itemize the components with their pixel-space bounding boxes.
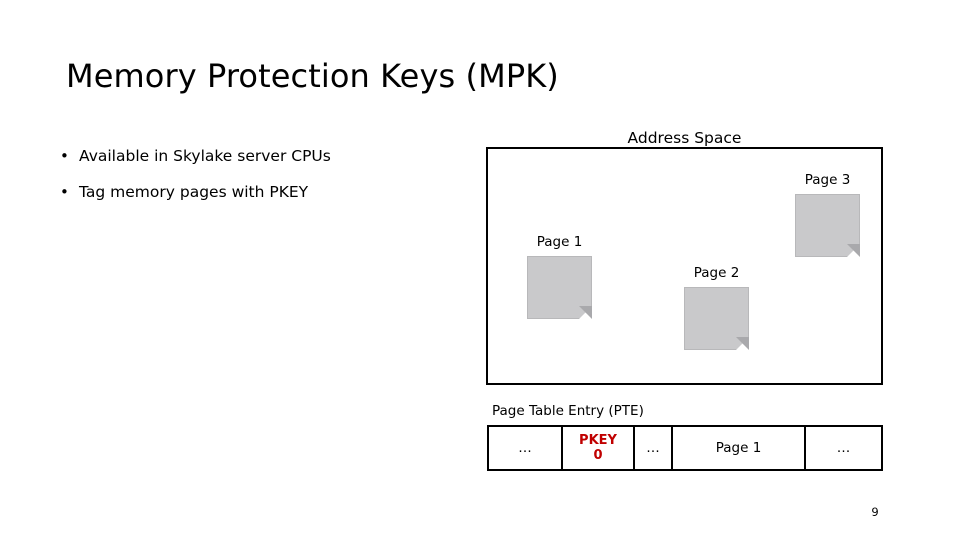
pte-pkey-value: 0	[593, 448, 603, 463]
list-item: • Tag memory pages with PKEY	[60, 181, 460, 203]
pte-cell-text: Page 1	[715, 440, 762, 456]
page-icon-label: Page 3	[804, 172, 851, 188]
page-icon-label: Page 1	[536, 234, 583, 250]
pte-cell-text: …	[518, 440, 532, 456]
bullet-list: • Available in Skylake server CPUs • Tag…	[60, 145, 460, 217]
page-title: Memory Protection Keys (MPK)	[66, 57, 559, 95]
pte-table: … PKEY 0 … Page 1 …	[487, 425, 883, 471]
page-icon-label: Page 2	[693, 265, 740, 281]
pte-cell-ellipsis-left: …	[489, 427, 563, 469]
pte-cell-page-value: Page 1	[673, 427, 806, 469]
bullet-marker-icon: •	[60, 147, 69, 165]
list-item-label: Available in Skylake server CPUs	[79, 147, 331, 165]
pte-cell-text: …	[836, 440, 851, 456]
page-fold-corner-icon	[579, 306, 592, 319]
pte-cell-ellipsis-right: …	[806, 427, 881, 469]
page-fold-corner-icon	[736, 337, 749, 350]
pte-pkey-label: PKEY	[579, 433, 617, 448]
page-sheet-icon	[684, 287, 749, 350]
list-item: • Available in Skylake server CPUs	[60, 145, 460, 167]
page-sheet-icon	[795, 194, 860, 257]
slide-page-number: 9	[871, 505, 879, 519]
page-icon-2: Page 2	[684, 265, 749, 350]
page-icon-3: Page 3	[795, 172, 860, 257]
pte-cell-pkey: PKEY 0	[563, 427, 635, 469]
pte-cell-text: …	[646, 440, 660, 456]
address-space-label: Address Space	[627, 129, 742, 147]
bullet-marker-icon: •	[60, 183, 69, 201]
pte-label: Page Table Entry (PTE)	[492, 403, 644, 419]
list-item-label: Tag memory pages with PKEY	[79, 183, 309, 201]
page-icon-1: Page 1	[527, 234, 592, 319]
pte-cell-ellipsis-mid: …	[635, 427, 673, 469]
page-sheet-icon	[527, 256, 592, 319]
page-fold-corner-icon	[847, 244, 860, 257]
